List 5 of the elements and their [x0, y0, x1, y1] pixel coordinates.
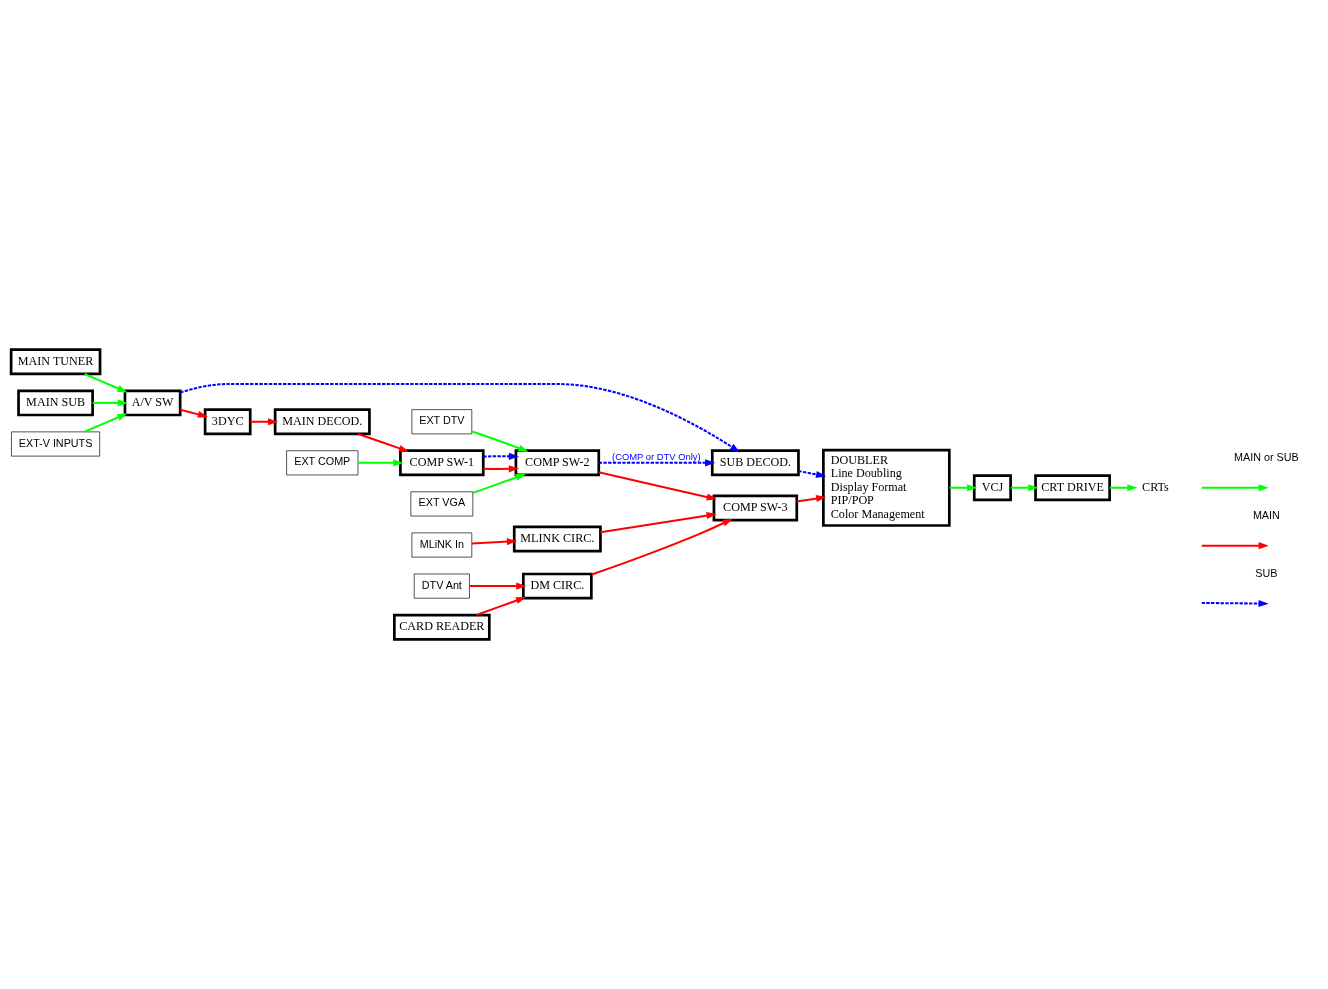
legend-label: MAIN [1252, 509, 1280, 522]
legend-label: SUB [1255, 567, 1278, 580]
node-text: CRTs [1142, 479, 1169, 494]
legend-label: MAIN or SUB [1234, 451, 1299, 464]
edge-label: (COMP or DTV Only) [612, 451, 701, 463]
